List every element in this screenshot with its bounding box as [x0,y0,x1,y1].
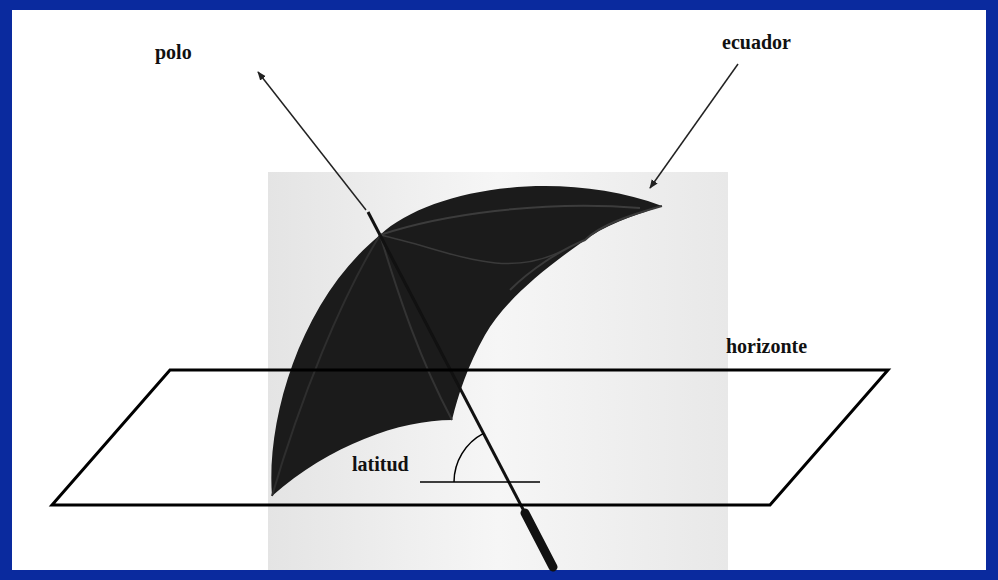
canopy-rib [380,206,640,235]
pole-label: polo [155,40,192,64]
pole-arrow [258,72,366,210]
canopy-rib [380,235,560,264]
latitude-arc [454,433,484,482]
umbrella-handle [525,513,553,567]
horizon-label: horizonte [726,334,807,358]
horizon-plane [52,370,888,505]
umbrella-canopy [271,186,662,496]
white-panel [12,10,986,570]
equator-label: ecuador [722,30,791,54]
equator-arrow [650,64,738,188]
latitude-label: latitud [352,452,409,476]
horizontal-reference [420,481,540,483]
umbrella-tip [368,212,380,235]
canopy-edge [510,206,662,290]
canopy-rib [380,235,452,420]
